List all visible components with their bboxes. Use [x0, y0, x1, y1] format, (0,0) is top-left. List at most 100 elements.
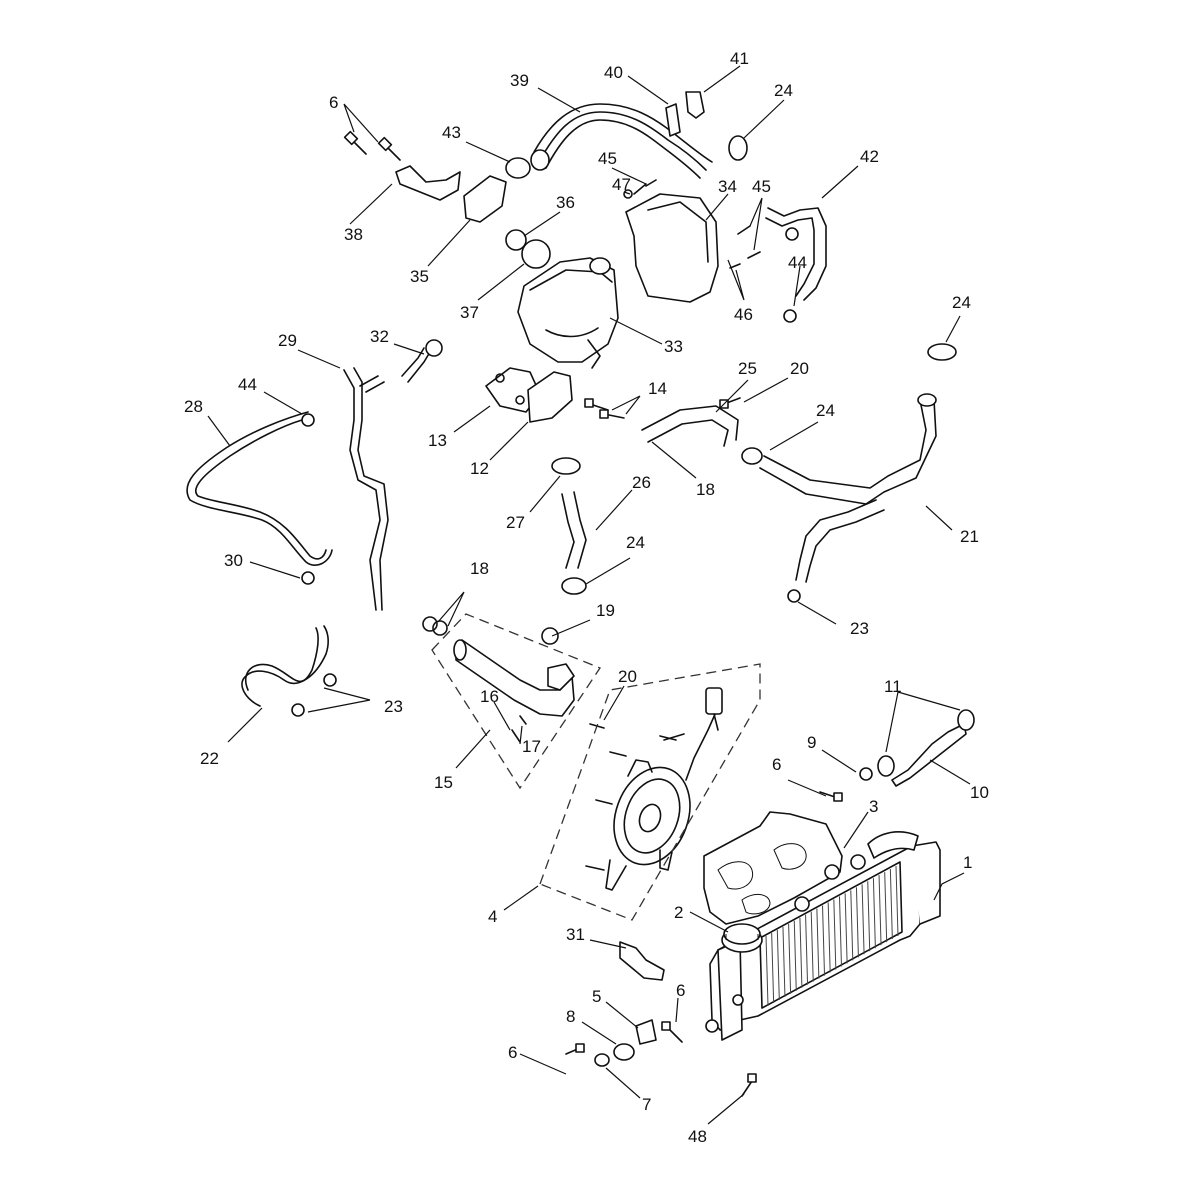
radiator — [705, 831, 941, 1041]
radiator-shroud — [703, 811, 866, 925]
callout-39: 39 — [510, 71, 529, 90]
housing-cover — [395, 165, 719, 303]
callout-48: 48 — [688, 1127, 707, 1146]
callout-37: 37 — [460, 303, 479, 322]
callout-41: 41 — [730, 49, 749, 68]
callout-11: 11 — [884, 677, 902, 696]
callout-47: 47 — [612, 175, 631, 194]
callout-13: 13 — [428, 431, 447, 450]
hoses — [186, 103, 937, 707]
lower-brackets — [594, 941, 665, 1067]
callout-33: 33 — [664, 337, 683, 356]
callout-38: 38 — [344, 225, 363, 244]
radiator-fin — [895, 865, 899, 937]
callout-24a: 24 — [774, 81, 793, 100]
callout-17: 17 — [522, 737, 541, 756]
callout-19: 19 — [596, 601, 615, 620]
radiator-fin — [799, 917, 803, 988]
callout-20a: 20 — [790, 359, 809, 378]
radiator-fin — [833, 899, 837, 970]
callout-6c: 6 — [676, 981, 685, 1000]
callout-14: 14 — [648, 379, 667, 398]
radiator-fin — [855, 887, 859, 958]
pipe-assembly-outline — [431, 613, 601, 790]
callout-21: 21 — [960, 527, 979, 546]
radiator-fin — [822, 905, 826, 976]
callout-40: 40 — [604, 63, 623, 82]
radiator-fin — [765, 935, 769, 1007]
callout-18b: 18 — [696, 480, 715, 499]
fan-assembly-outline — [539, 663, 761, 921]
callout-16: 16 — [480, 687, 499, 706]
callout-30: 30 — [224, 551, 243, 570]
callout-9: 9 — [807, 733, 816, 752]
radiator-fin — [861, 884, 865, 955]
radiator-fin — [771, 932, 775, 1003]
hose-clamps — [291, 91, 957, 717]
radiator-fin — [884, 872, 888, 943]
cooling-fan — [605, 687, 723, 891]
callout-18a: 18 — [470, 559, 489, 578]
callout-24b: 24 — [952, 293, 971, 312]
callout-25: 25 — [738, 359, 757, 378]
coolant-pipe-assembly — [422, 616, 575, 743]
callout-23b: 23 — [850, 619, 869, 638]
callout-8: 8 — [566, 1007, 575, 1026]
radiator-fin — [872, 878, 876, 949]
callout-20b: 20 — [618, 667, 637, 686]
fastener-bolts — [343, 130, 873, 1097]
callout-15: 15 — [434, 773, 453, 792]
radiator-fin — [867, 881, 871, 952]
callout-44b: 44 — [788, 253, 807, 272]
radiator-fin — [850, 890, 854, 961]
radiator-cap — [721, 923, 763, 953]
mounting-bracket — [877, 709, 975, 787]
callout-5: 5 — [592, 987, 601, 1006]
radiator-fin — [810, 911, 814, 982]
callout-22: 22 — [200, 749, 219, 768]
callout-27: 27 — [506, 513, 525, 532]
thermostat-housing — [485, 367, 573, 423]
expansion-tank — [517, 257, 619, 369]
callout-26: 26 — [632, 473, 651, 492]
radiator-fin — [816, 908, 820, 979]
radiator-fin — [805, 914, 809, 985]
callout-6d: 6 — [508, 1043, 517, 1062]
callout-6a: 6 — [329, 93, 338, 112]
radiator-fin — [776, 929, 780, 1000]
callout-23a: 23 — [384, 697, 403, 716]
callout-12: 12 — [470, 459, 489, 478]
callout-35: 35 — [410, 267, 429, 286]
callout-45a: 45 — [598, 149, 617, 168]
radiator-fin — [889, 869, 893, 940]
callout-10: 10 — [970, 783, 989, 802]
callout-2: 2 — [674, 903, 683, 922]
callout-32: 32 — [370, 327, 389, 346]
radiator-fin — [788, 923, 792, 994]
callout-46: 46 — [734, 305, 753, 324]
radiator-fin — [793, 920, 797, 991]
callout-29: 29 — [278, 331, 297, 350]
callout-28: 28 — [184, 397, 203, 416]
callout-44a: 44 — [238, 375, 257, 394]
callout-7: 7 — [642, 1095, 651, 1114]
callout-24c: 24 — [816, 401, 835, 420]
callout-3: 3 — [869, 797, 878, 816]
callout-24d: 24 — [626, 533, 645, 552]
callout-36: 36 — [556, 193, 575, 212]
radiator-fin — [782, 926, 786, 997]
callout-34: 34 — [718, 177, 737, 196]
radiator-fin — [827, 902, 831, 973]
callout-31: 31 — [566, 925, 585, 944]
callout-6b: 6 — [772, 755, 781, 774]
callout-1: 1 — [963, 853, 972, 872]
callout-labels: 1 2 3 4 5 6 6 6 6 7 8 9 10 11 12 13 14 1… — [184, 49, 989, 1146]
callout-4: 4 — [488, 907, 497, 926]
radiator-fin — [844, 893, 848, 964]
radiator-fin — [838, 896, 842, 967]
callout-43: 43 — [442, 123, 461, 142]
callout-45b: 45 — [752, 177, 771, 196]
callout-42: 42 — [860, 147, 879, 166]
leader-lines — [207, 65, 971, 1125]
